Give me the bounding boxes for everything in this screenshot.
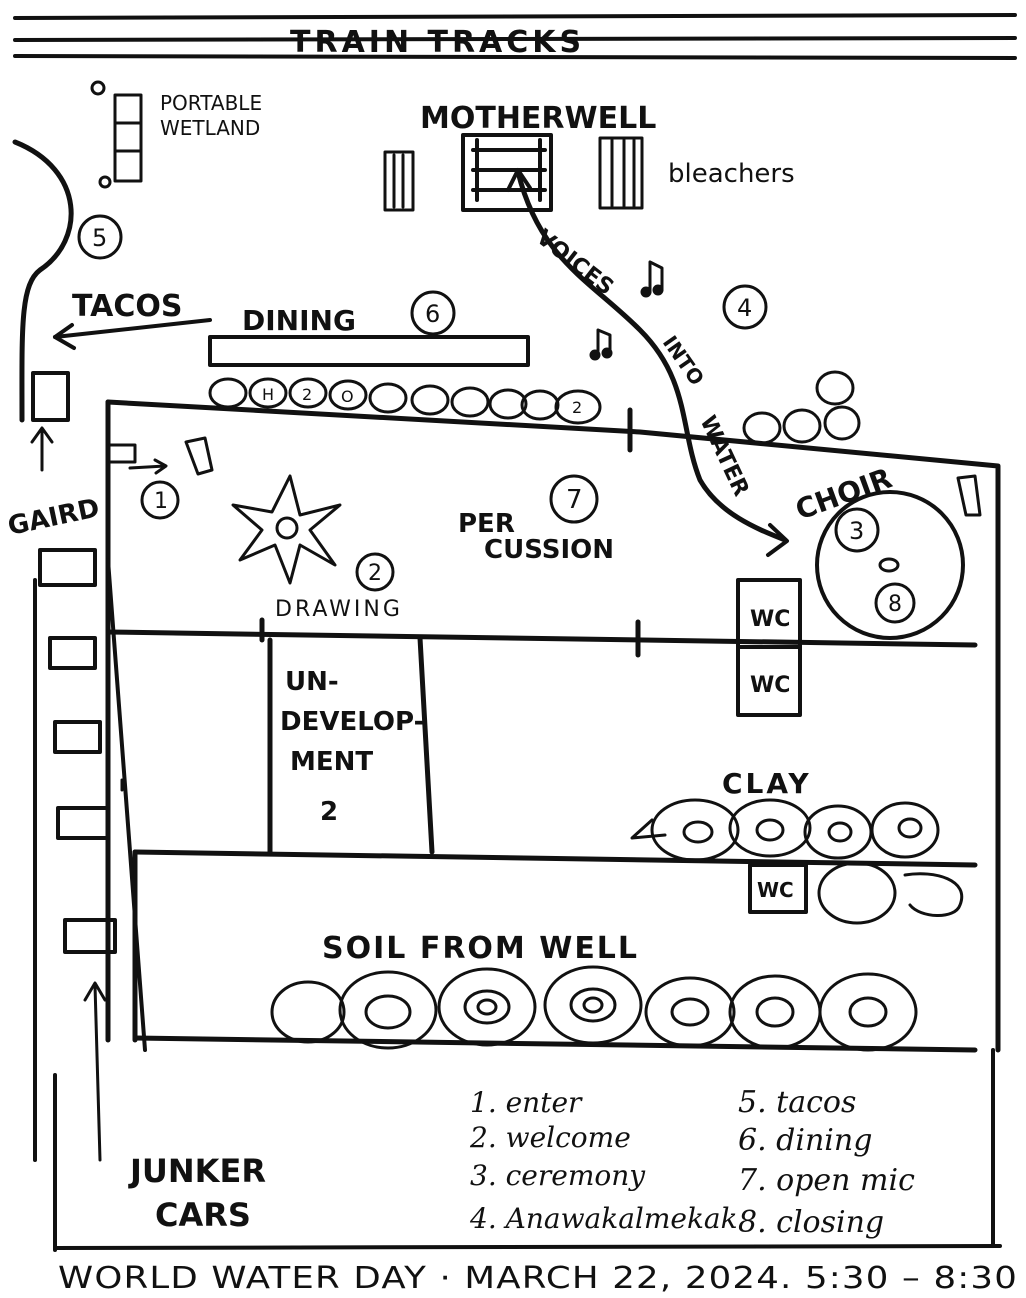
station-number-tacos: 5: [92, 224, 107, 252]
motherwell-structure: [463, 135, 551, 210]
h2o-letter: H: [262, 385, 274, 404]
undevelopment-label: UN-: [285, 667, 339, 697]
undevelopment-label: MENT: [290, 747, 373, 777]
choir-center-dot: [880, 559, 898, 571]
station-number-dining: 6: [425, 300, 440, 328]
curved-wall: [15, 142, 71, 420]
tacos-arrow-icon: [55, 320, 210, 348]
dining-label: DINING: [242, 304, 356, 337]
h2o-letter: O: [341, 387, 354, 406]
legend: 1. enter 2. welcome 3. ceremony 4. Anawa…: [469, 1085, 915, 1240]
star-center: [277, 518, 297, 538]
legend-item: 6. dining: [738, 1123, 872, 1158]
junker-cars: [35, 550, 145, 1160]
legend-item: 2. welcome: [469, 1121, 631, 1154]
bleachers-left: [385, 152, 413, 210]
tacos-label: TACOS: [72, 289, 182, 324]
junker-cars-label: JUNKER: [128, 1152, 266, 1190]
undevelopment-number: 2: [320, 797, 338, 827]
drawing-label: DRAWING: [275, 597, 403, 622]
music-note-icon: [591, 330, 611, 359]
bench-right-icon: [958, 476, 980, 515]
entry-marker: [110, 445, 135, 462]
rocks-cluster: [744, 372, 859, 443]
legend-item: 7. open mic: [738, 1163, 915, 1198]
choir-label: CHOIR: [791, 461, 896, 526]
soil-pots: [272, 967, 916, 1050]
gate-booth: [33, 373, 68, 420]
percussion-label-line2: CUSSION: [484, 535, 614, 565]
junker-arrow-icon: [85, 983, 105, 1160]
legend-item: 8. closing: [738, 1205, 884, 1240]
legend-item: 1. enter: [470, 1086, 583, 1119]
station-number-welcome: 2: [368, 561, 382, 586]
wc-label: WC: [750, 607, 790, 632]
portable-wetland-label: WETLAND: [160, 116, 260, 140]
clay-pots: [632, 800, 938, 860]
bleachers-right: [600, 138, 642, 208]
footer-event-line: WORLD WATER DAY · MARCH 22, 2024. 5:30 –…: [58, 1261, 1018, 1296]
gard-label: GAIRD: [5, 493, 102, 542]
dining-table: [210, 337, 528, 365]
station-number-open-mic: 7: [566, 485, 583, 515]
music-note-icon: [642, 262, 662, 296]
legend-item: 3. ceremony: [470, 1159, 646, 1192]
h2o-letter: 2: [302, 385, 312, 404]
portable-wetland-label: PORTABLE: [160, 91, 262, 115]
star-icon: [233, 476, 340, 583]
station-number-enter: 1: [154, 489, 168, 514]
station-number-anawakalmekak: 4: [737, 294, 752, 322]
undevelopment-label: DEVELOP-: [280, 707, 424, 737]
wc-label: WC: [750, 673, 790, 698]
station-number-closing: 8: [888, 592, 902, 617]
voices-arrow-head-bottom: [768, 525, 787, 555]
bleachers-label: bleachers: [668, 159, 795, 189]
wc-label: WC: [757, 878, 794, 902]
legend-item: 5. tacos: [738, 1085, 856, 1120]
bench-left-icon: [186, 438, 212, 474]
clay-label: CLAY: [722, 767, 812, 800]
portable-wetland-icon: [92, 82, 141, 187]
soil-from-well-label: SOIL FROM WELL: [322, 931, 639, 966]
train-tracks-label: TRAIN TRACKS: [290, 25, 585, 60]
clay-extra: [819, 863, 962, 923]
voices-label: VOICES: [531, 225, 618, 300]
station-number-ceremony: 3: [849, 517, 864, 545]
legend-item: 4. Anawakalmekak: [469, 1202, 738, 1235]
h2o-letter: 2: [572, 398, 582, 417]
motherwell-label: MOTHERWELL: [420, 101, 656, 136]
bottom-border-line: [55, 1246, 1000, 1248]
junker-cars-label: CARS: [155, 1196, 251, 1234]
